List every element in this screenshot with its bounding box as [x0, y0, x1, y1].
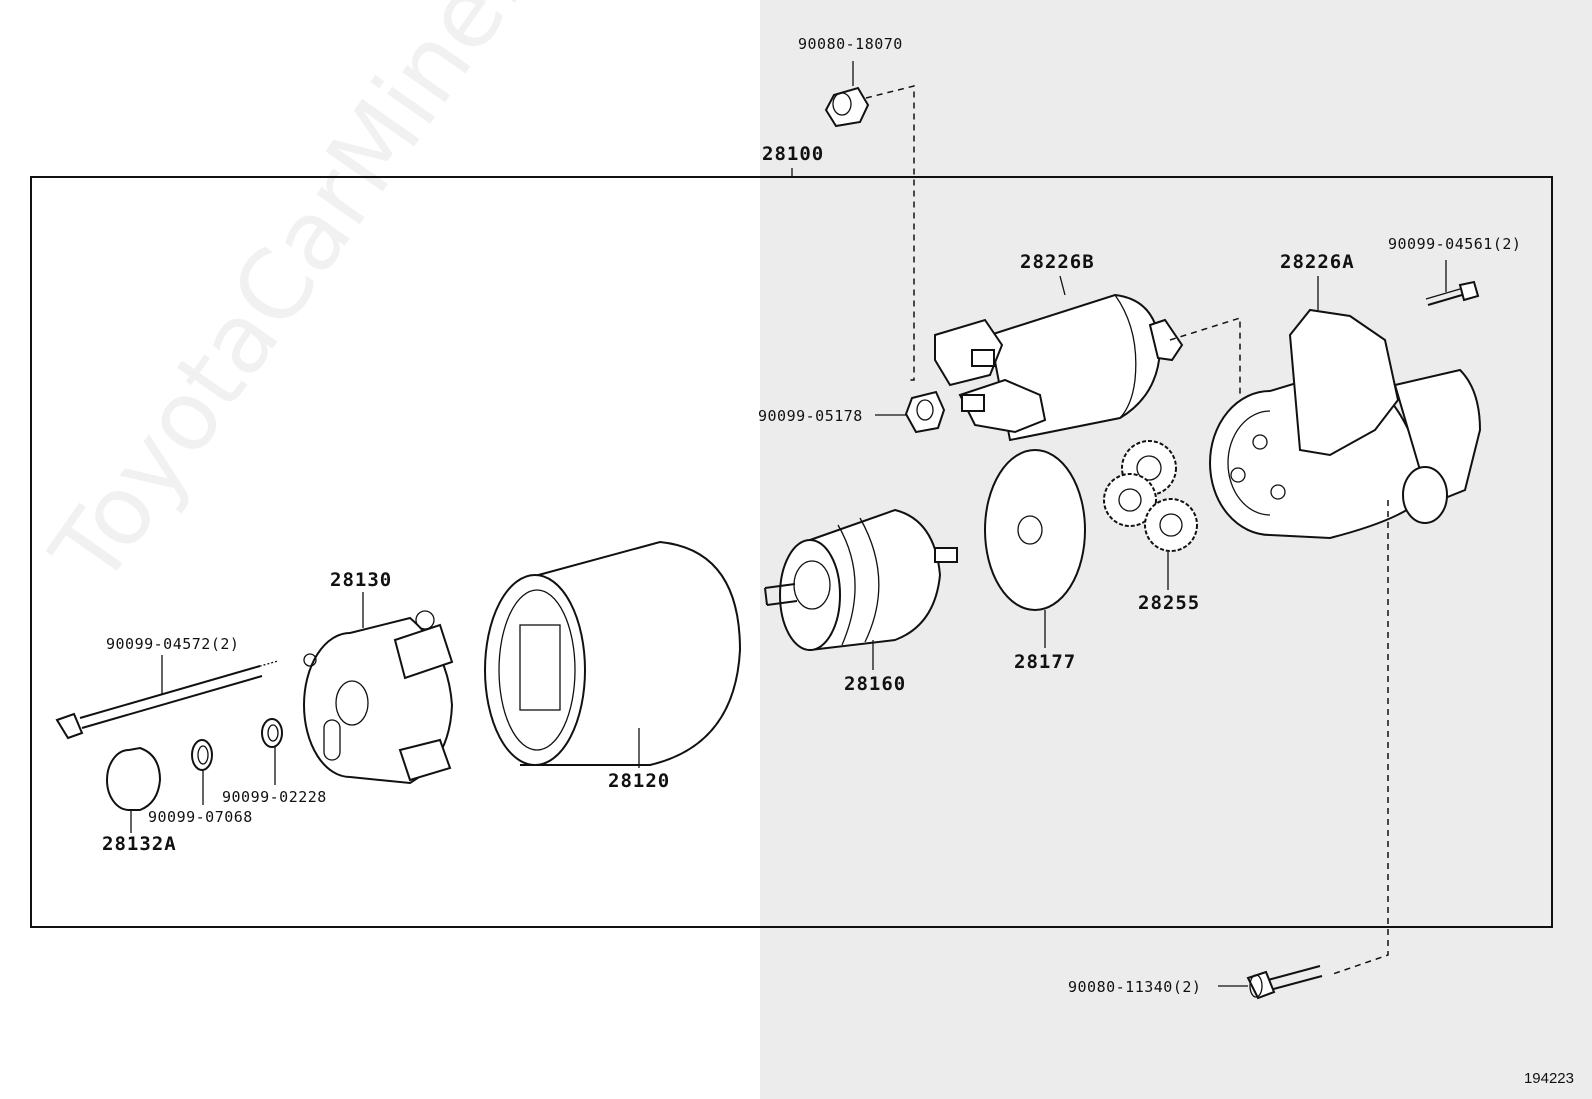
- nut-terminal-part: [875, 390, 946, 434]
- armature-part: [764, 508, 958, 670]
- image-code: 194223: [1523, 1070, 1574, 1087]
- label-disc: 28177: [1014, 651, 1077, 673]
- label-end-frame: 28130: [330, 569, 393, 591]
- label-armature: 28160: [844, 673, 907, 695]
- washer-b-part: [261, 718, 283, 785]
- label-nut-top: 90080-18070: [798, 35, 903, 53]
- housing-part: [1209, 276, 1482, 976]
- label-solenoid: 28226B: [1020, 251, 1095, 273]
- label-bolt-bottom: 90080-11340(2): [1068, 978, 1202, 996]
- end-frame-part: [303, 592, 454, 785]
- label-washer-a: 90099-07068: [148, 808, 253, 826]
- label-cap: 28132A: [102, 833, 177, 855]
- label-yoke: 28120: [608, 770, 671, 792]
- bolt-bottom-part: [1218, 965, 1323, 1000]
- disc-part: [984, 449, 1086, 648]
- label-gear-set: 28255: [1138, 592, 1201, 614]
- label-nut-terminal: 90099-05178: [758, 407, 863, 425]
- through-bolt-part: [55, 655, 279, 740]
- label-assembly: 28100: [762, 143, 825, 165]
- cap-part: [106, 746, 162, 833]
- label-through-bolt: 90099-04572(2): [106, 635, 240, 653]
- gear-set-part: [1103, 440, 1198, 590]
- nut-top-part: [824, 61, 915, 381]
- screw-housing-part: [1425, 260, 1480, 306]
- label-screw-housing: 90099-04561(2): [1388, 235, 1522, 253]
- washer-a-part: [191, 739, 213, 805]
- label-housing: 28226A: [1280, 251, 1355, 273]
- label-washer-b: 90099-02228: [222, 788, 327, 806]
- solenoid-part: [934, 275, 1241, 442]
- yoke-part: [484, 540, 742, 768]
